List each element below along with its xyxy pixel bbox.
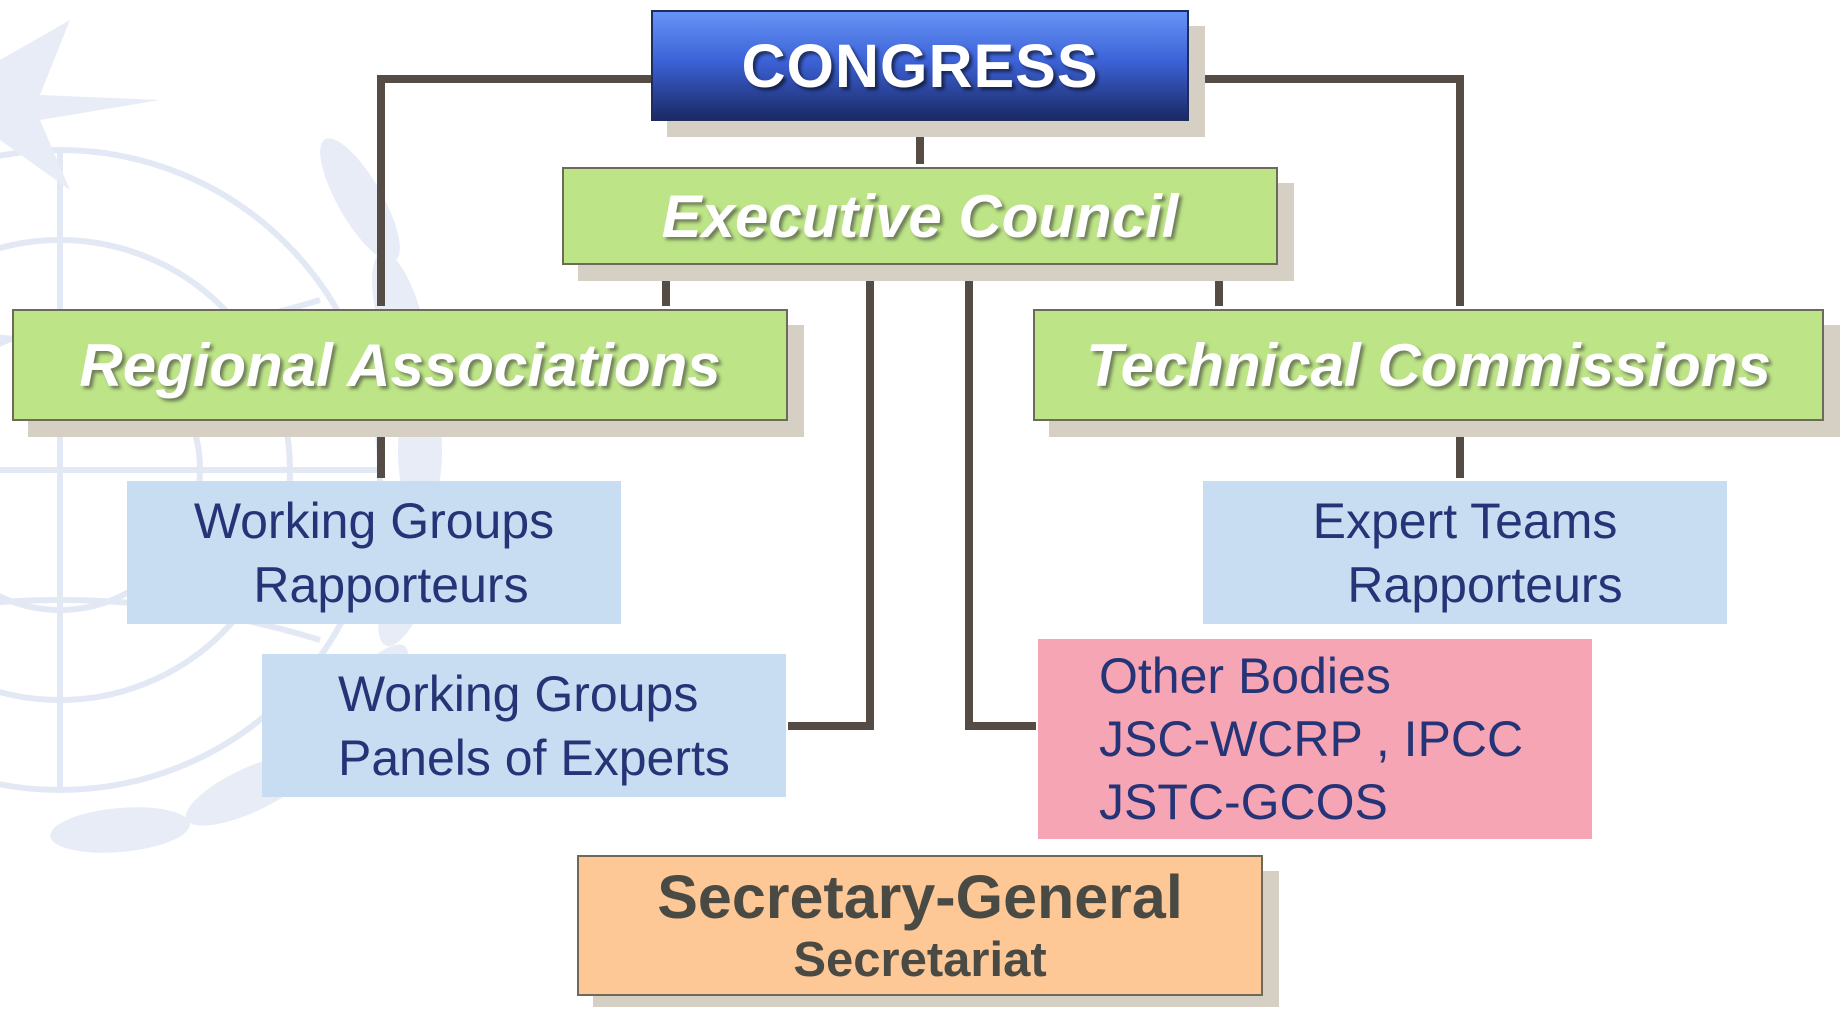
technical-subsidiary-box: Expert Teams Rapporteurs — [1203, 481, 1727, 624]
regional-sub-line-2: Rapporteurs — [253, 556, 529, 613]
executive-council-label: Executive Council — [661, 182, 1179, 250]
connector-executive-other-bodies — [965, 267, 1036, 730]
connector-congress-regional — [377, 75, 651, 306]
executive-sub-line-1: Working Groups — [338, 665, 699, 722]
other-bodies-line-1: Other Bodies — [1099, 647, 1391, 704]
other-bodies-line-3: JSTC-GCOS — [1099, 773, 1388, 830]
secretary-general-box: Secretary-General Secretariat — [577, 855, 1263, 996]
other-bodies-line-2: JSC-WCRP , IPCC — [1099, 710, 1524, 767]
secretariat-label: Secretariat — [793, 932, 1047, 987]
other-bodies-box: Other Bodies JSC-WCRP , IPCC JSTC-GCOS — [1038, 639, 1592, 839]
executive-council-box: Executive Council — [562, 167, 1278, 265]
regional-subsidiary-box: Working Groups Rapporteurs — [127, 481, 621, 624]
connector-executive-working-groups — [788, 267, 874, 730]
executive-subsidiary-box: Working Groups Panels of Experts — [262, 654, 786, 797]
regional-associations-label: Regional Associations — [79, 331, 721, 399]
executive-sub-line-2: Panels of Experts — [338, 729, 730, 786]
regional-sub-line-1: Working Groups — [193, 492, 555, 549]
technical-sub-line-2: Rapporteurs — [1347, 556, 1623, 613]
connector-congress-technical — [1189, 75, 1464, 306]
technical-commissions-label: Technical Commissions — [1086, 331, 1771, 399]
secretary-general-label: Secretary-General — [657, 862, 1183, 931]
regional-associations-box: Regional Associations — [12, 309, 788, 421]
congress-box: CONGRESS — [651, 10, 1189, 121]
technical-sub-line-1: Expert Teams — [1312, 492, 1618, 549]
congress-label: CONGRESS — [741, 31, 1099, 100]
technical-commissions-box: Technical Commissions — [1033, 309, 1824, 421]
